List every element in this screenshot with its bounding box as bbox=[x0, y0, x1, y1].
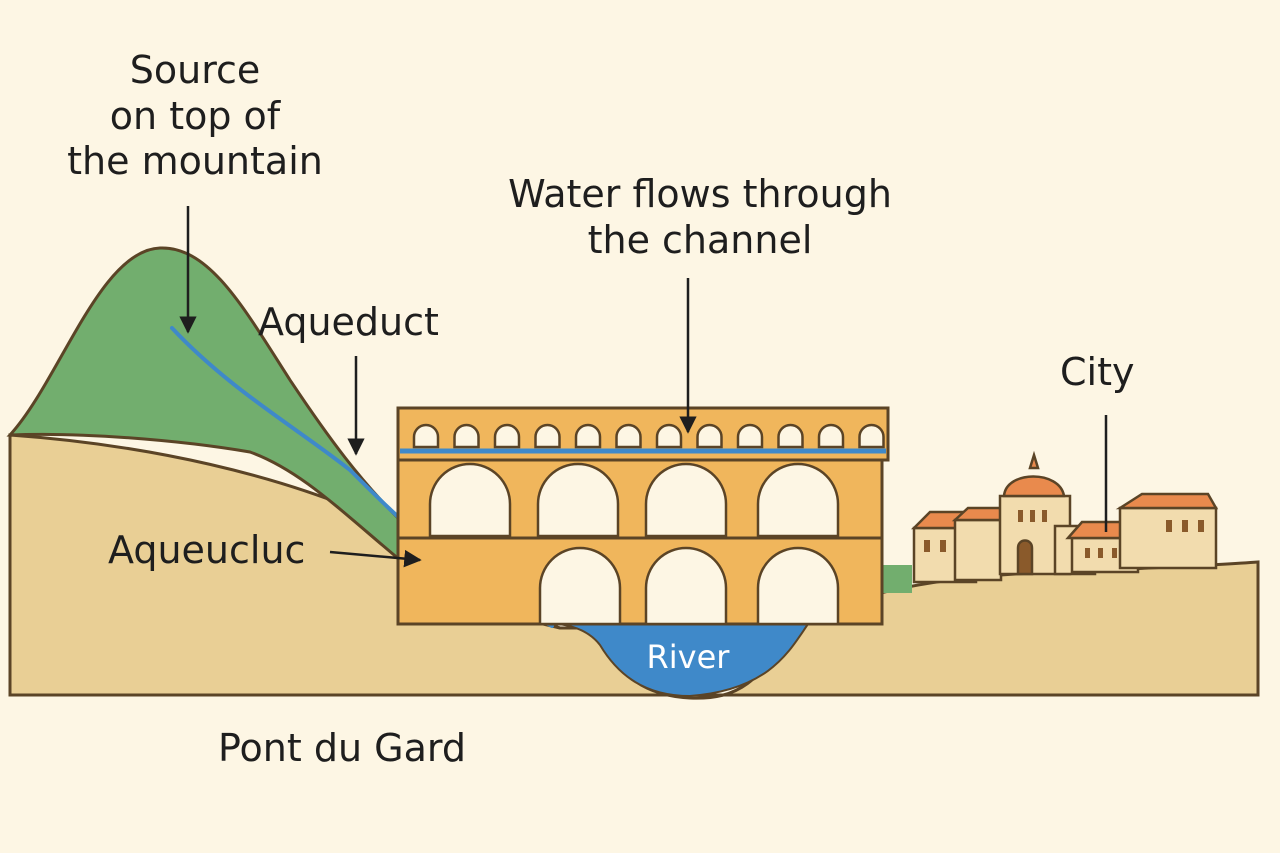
upper-arch bbox=[736, 423, 764, 449]
aqueduct-bridge bbox=[396, 406, 890, 626]
source-label-line-3: the mountain bbox=[67, 139, 323, 184]
upper-arch bbox=[412, 423, 440, 449]
upper-arch bbox=[615, 423, 642, 449]
water-flow-label: Water flows through the channel bbox=[470, 172, 930, 263]
aqueucluc-label: Aqueucluc bbox=[108, 528, 306, 572]
city-label: City bbox=[1060, 350, 1135, 394]
middle-arch bbox=[536, 462, 620, 538]
aqueduct-label: Aqueduct bbox=[258, 300, 439, 344]
source-label: Source on top of the mountain bbox=[40, 48, 350, 185]
upper-arch bbox=[817, 423, 845, 449]
middle-arch bbox=[428, 462, 512, 538]
diagram-title: Pont du Gard bbox=[218, 726, 466, 770]
water-flow-label-line-2: the channel bbox=[587, 217, 813, 262]
river-label: River bbox=[646, 638, 730, 676]
middle-arch bbox=[756, 462, 840, 538]
upper-arch bbox=[574, 423, 602, 449]
river bbox=[557, 623, 810, 698]
upper-arch bbox=[655, 423, 683, 449]
source-label-line-2: on top of bbox=[109, 93, 281, 138]
upper-arch bbox=[777, 423, 804, 449]
source-label-line-1: Source bbox=[129, 48, 261, 92]
upper-arch bbox=[453, 423, 480, 449]
upper-arch bbox=[858, 423, 885, 449]
lower-arch bbox=[644, 546, 728, 626]
label-arrows bbox=[179, 206, 1108, 568]
city-buildings bbox=[910, 450, 1219, 584]
upper-arch bbox=[534, 423, 561, 449]
green-strip bbox=[880, 565, 912, 593]
lower-arch bbox=[538, 546, 622, 626]
middle-arch bbox=[644, 462, 728, 538]
water-flow-label-line-1: Water flows through bbox=[508, 172, 892, 216]
aqueucluc-arrow bbox=[329, 549, 422, 568]
upper-arch bbox=[696, 423, 723, 449]
lower-arch bbox=[756, 546, 840, 626]
upper-arch bbox=[493, 423, 521, 449]
